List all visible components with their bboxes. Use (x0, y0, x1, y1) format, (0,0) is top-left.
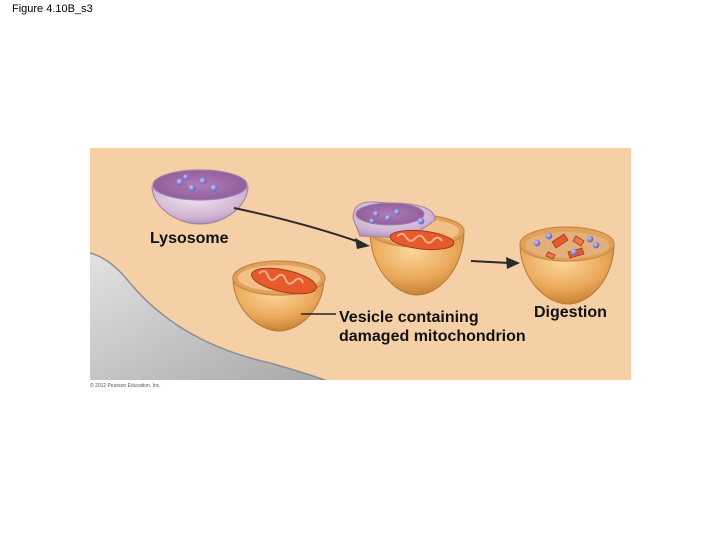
figure-title: Figure 4.10B_s3 (12, 3, 93, 15)
mitochondrion-in-fused-vesicle (389, 229, 455, 251)
fused-vesicle (352, 201, 465, 296)
vesicle-label-line2: damaged mitochondrion (339, 328, 526, 345)
vesicle-label-line1: Vesicle containing (339, 309, 479, 326)
digestion-arrow (470, 260, 511, 264)
lysosome-digestion-diagram (90, 148, 631, 380)
vesicle-with-mitochondrion (232, 260, 326, 332)
illustration-panel (90, 148, 631, 380)
vesicle-label: Vesicle containing damaged mitochondrion (339, 308, 526, 346)
lysosome (151, 169, 249, 225)
fusion-arrow (233, 207, 363, 244)
digestion-vesicle (519, 226, 615, 305)
mitochondrion (251, 267, 317, 295)
digestion-label: Digestion (534, 304, 607, 321)
copyright-notice: © 2012 Pearson Education, Inc. (90, 383, 161, 389)
plasma-membrane (90, 253, 325, 380)
lysosome-label: Lysosome (150, 230, 229, 247)
